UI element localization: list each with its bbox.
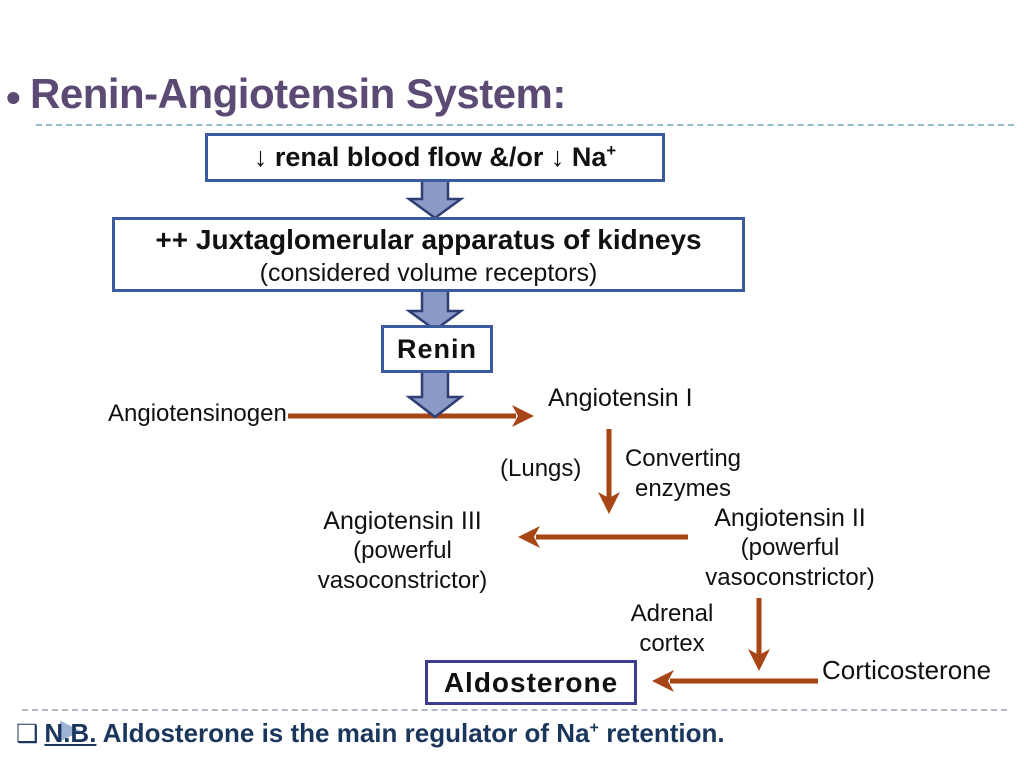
label-converting-line1: Converting — [624, 445, 742, 472]
arrow-angiotensin1-to-angiotensin2 — [598, 429, 620, 514]
page-title: Renin-Angiotensin System: — [30, 70, 566, 117]
box-juxtaglomerular-line1: ++ Juxtaglomerular apparatus of kidneys — [155, 223, 702, 255]
arrow-angiotensin2-to-aldosterone — [748, 598, 770, 671]
arrow-corticosterone-to-aldosterone — [652, 670, 818, 692]
footnote-nb: N.B. — [44, 718, 97, 748]
triangle-bullet-icon: ▶ — [60, 714, 81, 744]
footnote-text: N.B. Aldosterone is the main regulator o… — [44, 718, 725, 748]
title-bullet-icon: • — [6, 74, 21, 121]
box-aldosterone-label: Aldosterone — [443, 666, 619, 698]
label-converting-enzymes: Converting enzymes — [618, 444, 748, 504]
label-angiotensin-2-name: Angiotensin II — [714, 504, 866, 532]
box-juxtaglomerular-line2: (considered volume receptors) — [259, 258, 598, 287]
box-decreased-renal-blood-flow-label: ↓ renal blood flow &/or ↓ Na+ — [253, 141, 617, 172]
arrow-angiotensin2-to-angiotensin3 — [518, 526, 688, 548]
box-decreased-renal-blood-flow: ↓ renal blood flow &/or ↓ Na+ — [205, 133, 665, 182]
box-renin: Renin — [381, 325, 493, 373]
label-corticosterone: Corticosterone — [822, 655, 992, 685]
footnote: ❑N.B. Aldosterone is the main regulator … — [16, 718, 725, 749]
box-renin-label: Renin — [396, 333, 477, 364]
label-angiotensin-3-name: Angiotensin III — [323, 507, 482, 535]
box-juxtaglomerular-apparatus: ++ Juxtaglomerular apparatus of kidneys … — [112, 217, 745, 292]
label-angiotensin-3: Angiotensin III (powerful vasoconstricto… — [295, 506, 510, 596]
box-aldosterone: Aldosterone — [425, 660, 637, 705]
label-angiotensin-2-line2: (powerful — [740, 534, 840, 561]
label-lungs: (Lungs) — [500, 455, 582, 482]
flow-arrow-renal-to-jg — [405, 178, 465, 220]
flow-arrow-renin-to-reaction — [405, 369, 465, 419]
label-converting-line2: enzymes — [634, 475, 732, 502]
label-angiotensinogen: Angiotensinogen — [108, 400, 287, 427]
label-adrenal-cortex: Adrenal cortex — [622, 599, 722, 659]
label-angiotensin-2: Angiotensin II (powerful vasoconstrictor… — [690, 503, 890, 593]
title-divider — [36, 124, 1014, 126]
label-angiotensin-2-line3: vasoconstrictor) — [705, 564, 875, 591]
label-angiotensin-3-line2: (powerful — [353, 537, 452, 564]
label-adrenal-line1: Adrenal — [630, 600, 714, 627]
square-bullet-icon: ❑ — [16, 720, 39, 748]
label-angiotensin-1: Angiotensin I — [548, 384, 693, 412]
arrow-angiotensinogen-to-angiotensin1 — [288, 405, 534, 427]
label-adrenal-line2: cortex — [639, 630, 705, 657]
flow-arrow-jg-to-renin — [405, 288, 465, 332]
footnote-divider — [22, 709, 1007, 711]
label-angiotensin-3-line3: vasoconstrictor) — [317, 567, 488, 594]
